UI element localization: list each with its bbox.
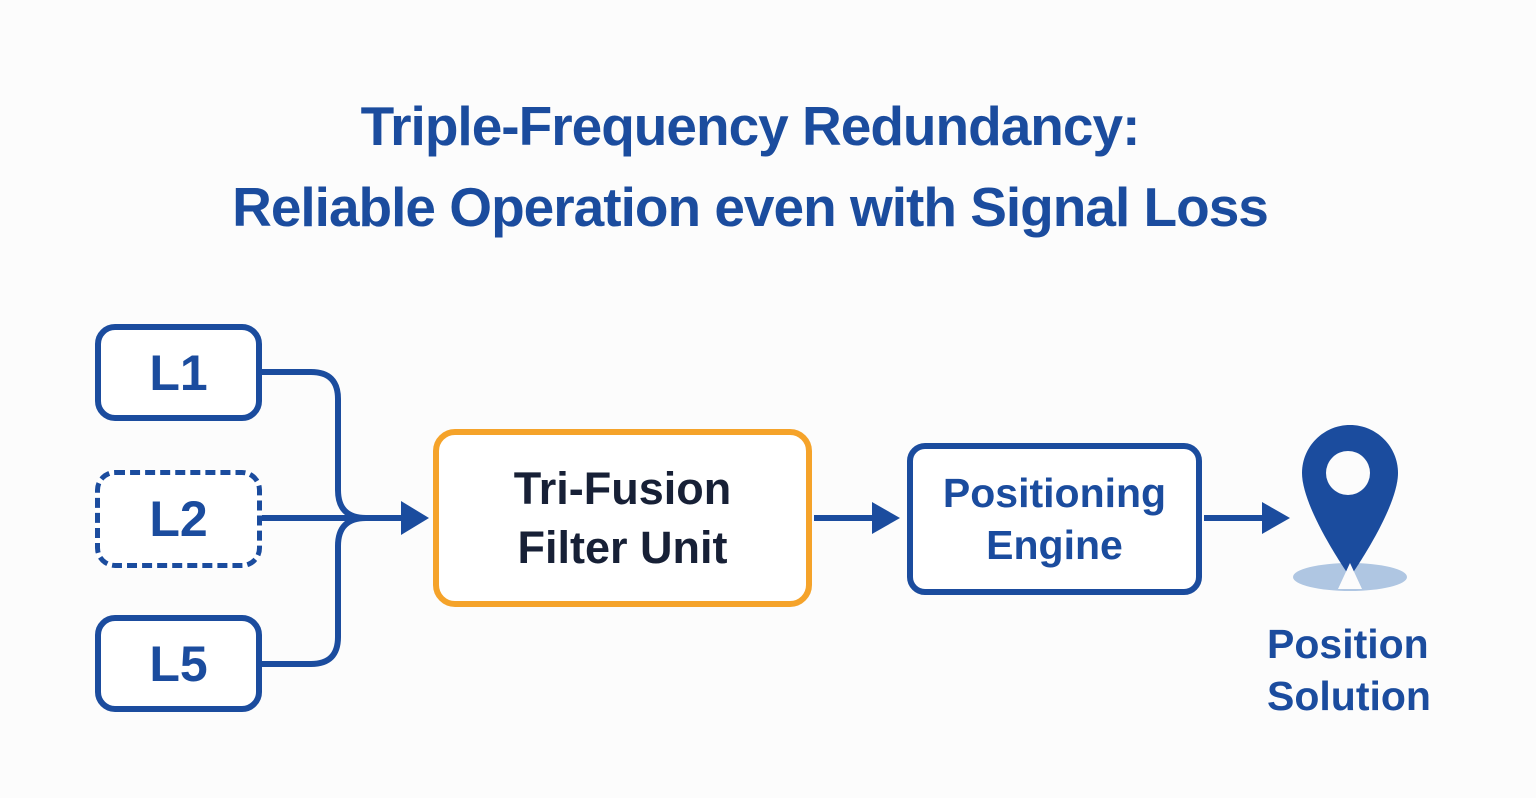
page-title: Triple-Frequency Redundancy: Reliable Op… bbox=[0, 86, 1500, 249]
signal-box-l5: L5 bbox=[95, 615, 262, 712]
position-solution-label: Position Solution bbox=[1267, 618, 1431, 723]
filter-unit-label-line2: Filter Unit bbox=[517, 522, 728, 573]
positioning-engine-box: Positioning Engine bbox=[907, 443, 1202, 595]
l5-merge-connector bbox=[259, 515, 367, 667]
merge-arrowhead-icon bbox=[401, 501, 429, 535]
location-pin-icon bbox=[1293, 425, 1407, 591]
pin-body-shape bbox=[1302, 425, 1398, 577]
page-title-line1: Triple-Frequency Redundancy: bbox=[360, 95, 1141, 157]
signal-box-l2-label: L2 bbox=[149, 491, 208, 547]
signal-box-l1: L1 bbox=[95, 324, 262, 421]
l1-merge-connector bbox=[259, 369, 367, 521]
filter-unit-label-line1: Tri-Fusion bbox=[513, 462, 732, 514]
pin-hole-circle bbox=[1326, 451, 1370, 495]
position-solution-line1: Position bbox=[1267, 621, 1429, 667]
signal-box-l5-label: L5 bbox=[149, 635, 208, 692]
signal-box-l2: L2 bbox=[95, 470, 262, 568]
signal-box-l1-label: L1 bbox=[149, 344, 208, 401]
tri-fusion-filter-unit-box: Tri-Fusion Filter Unit bbox=[433, 429, 812, 607]
pin-tip-notch bbox=[1338, 563, 1362, 589]
position-solution-line2: Solution bbox=[1267, 673, 1431, 720]
positioning-engine-label-line1: Positioning bbox=[942, 469, 1167, 516]
filter-to-engine-arrowhead-icon bbox=[872, 502, 900, 534]
engine-to-output-arrowhead-icon bbox=[1262, 502, 1290, 534]
positioning-engine-label-line2: Engine bbox=[986, 522, 1123, 568]
page-title-line2: Reliable Operation even with Signal Loss bbox=[232, 176, 1269, 239]
